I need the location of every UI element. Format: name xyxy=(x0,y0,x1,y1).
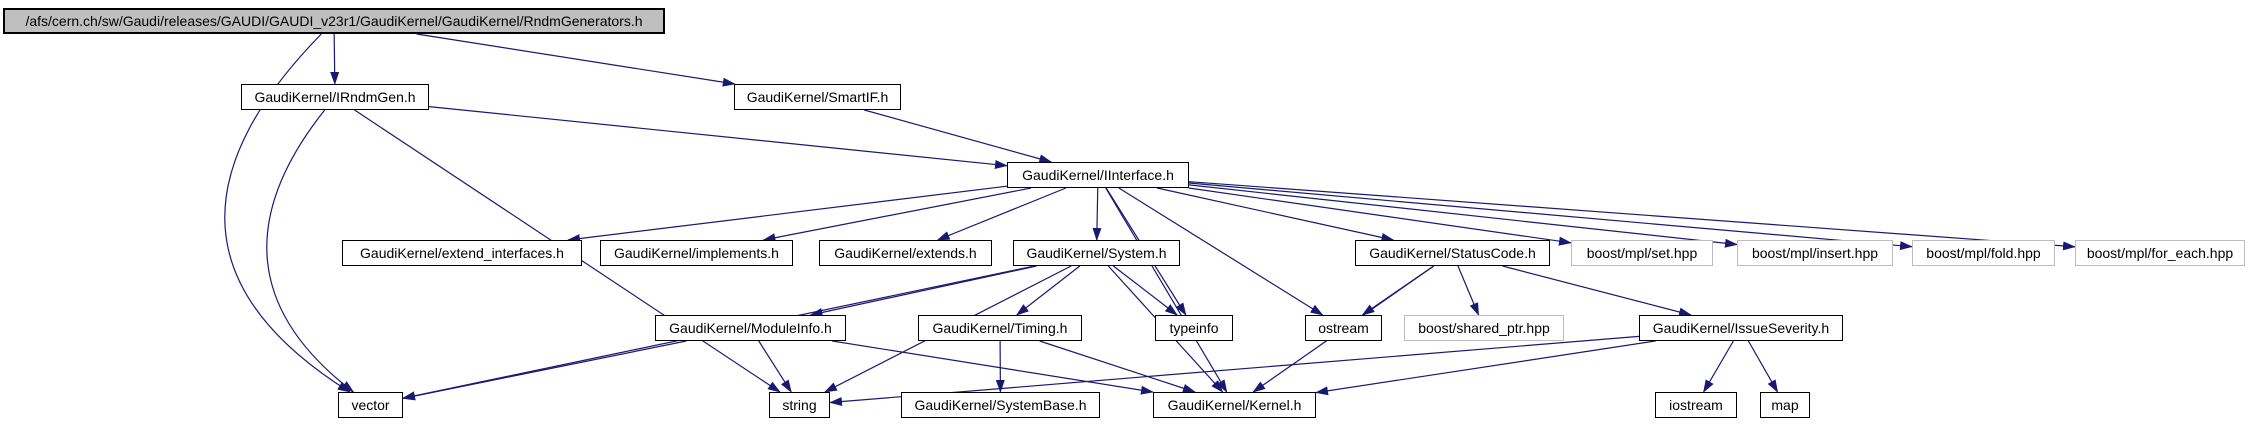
graph-node-iinterface[interactable]: GaudiKernel/IInterface.h xyxy=(1007,162,1189,188)
edge-iinterface-to-ostream xyxy=(1118,187,1324,316)
edge-root-to-irndmgen xyxy=(330,33,340,85)
graph-node-root: /afs/cern.ch/sw/Gaudi/releases/GAUDI/GAU… xyxy=(3,8,665,34)
graph-node-mpl_insert[interactable]: boost/mpl/insert.hpp xyxy=(1737,240,1893,266)
graph-node-mpl_set[interactable]: boost/mpl/set.hpp xyxy=(1571,240,1713,266)
graph-node-mpl_for_each[interactable]: boost/mpl/for_each.hpp xyxy=(2075,240,2245,266)
graph-node-systembase[interactable]: GaudiKernel/SystemBase.h xyxy=(901,392,1100,418)
edge-issueseverity-to-kernel xyxy=(1315,340,1656,396)
graph-node-statuscode[interactable]: GaudiKernel/StatusCode.h xyxy=(1355,240,1550,266)
graph-node-implements[interactable]: GaudiKernel/implements.h xyxy=(600,240,793,266)
edge-iinterface-to-mpl_set xyxy=(1188,187,1572,246)
edge-irndmgen-to-vector xyxy=(266,109,355,393)
graph-node-system[interactable]: GaudiKernel/System.h xyxy=(1013,240,1180,266)
edge-system-to-timing xyxy=(1015,265,1081,316)
edge-iinterface-to-extend_interfaces xyxy=(567,185,1008,244)
edge-iinterface-to-mpl_for_each xyxy=(1188,181,2076,251)
edge-statuscode-to-shared_ptr xyxy=(1457,265,1480,316)
graph-node-mpl_fold[interactable]: boost/mpl/fold.hpp xyxy=(1912,240,2055,266)
graph-node-irndmgen[interactable]: GaudiKernel/IRndmGen.h xyxy=(241,84,429,110)
graph-node-vector[interactable]: vector xyxy=(338,392,403,418)
graph-node-map[interactable]: map xyxy=(1760,392,1810,418)
edge-timing-to-kernel xyxy=(1039,340,1196,393)
graph-node-shared_ptr[interactable]: boost/shared_ptr.hpp xyxy=(1404,315,1564,341)
edge-moduleinfo-to-string xyxy=(758,340,792,393)
edge-system-to-typeinfo xyxy=(1113,265,1178,316)
edge-iinterface-to-system xyxy=(1092,187,1102,241)
edges-group xyxy=(224,33,2076,407)
edge-issueseverity-to-map xyxy=(1747,340,1779,393)
edge-iinterface-to-kernel xyxy=(1105,187,1228,393)
graph-node-timing[interactable]: GaudiKernel/Timing.h xyxy=(918,315,1082,341)
edge-issueseverity-to-iostream xyxy=(1703,340,1734,393)
graph-node-extend_interfaces[interactable]: GaudiKernel/extend_interfaces.h xyxy=(342,240,582,266)
edge-irndmgen-to-iinterface xyxy=(428,106,1008,169)
edge-iinterface-to-extends xyxy=(936,187,1067,241)
graph-node-smartif[interactable]: GaudiKernel/SmartIF.h xyxy=(734,84,901,110)
graph-node-extends[interactable]: GaudiKernel/extends.h xyxy=(819,240,992,266)
edge-iinterface-to-mpl_insert xyxy=(1188,184,1738,248)
edge-root-to-smartif xyxy=(416,33,736,87)
graph-node-ostream[interactable]: ostream xyxy=(1305,315,1382,341)
graph-node-kernel[interactable]: GaudiKernel/Kernel.h xyxy=(1153,392,1316,418)
edge-moduleinfo-to-vector xyxy=(402,340,687,401)
graph-node-iostream[interactable]: iostream xyxy=(1655,392,1737,418)
edge-iinterface-to-statuscode xyxy=(1156,187,1395,242)
edge-smartif-to-iinterface xyxy=(864,109,1053,164)
graph-node-typeinfo[interactable]: typeinfo xyxy=(1155,315,1233,341)
graph-node-moduleinfo[interactable]: GaudiKernel/ModuleInfo.h xyxy=(655,315,846,341)
edge-iinterface-to-mpl_fold xyxy=(1188,182,1913,251)
edge-system-to-moduleinfo xyxy=(809,265,1037,317)
edge-statuscode-to-issueseverity xyxy=(1502,265,1692,317)
edge-moduleinfo-to-kernel xyxy=(832,340,1154,395)
edge-iinterface-to-implements xyxy=(762,187,1032,243)
edge-issueseverity-to-string xyxy=(829,335,1640,407)
graph-node-issueseverity[interactable]: GaudiKernel/IssueSeverity.h xyxy=(1639,315,1843,341)
graph-node-string[interactable]: string xyxy=(769,392,830,418)
